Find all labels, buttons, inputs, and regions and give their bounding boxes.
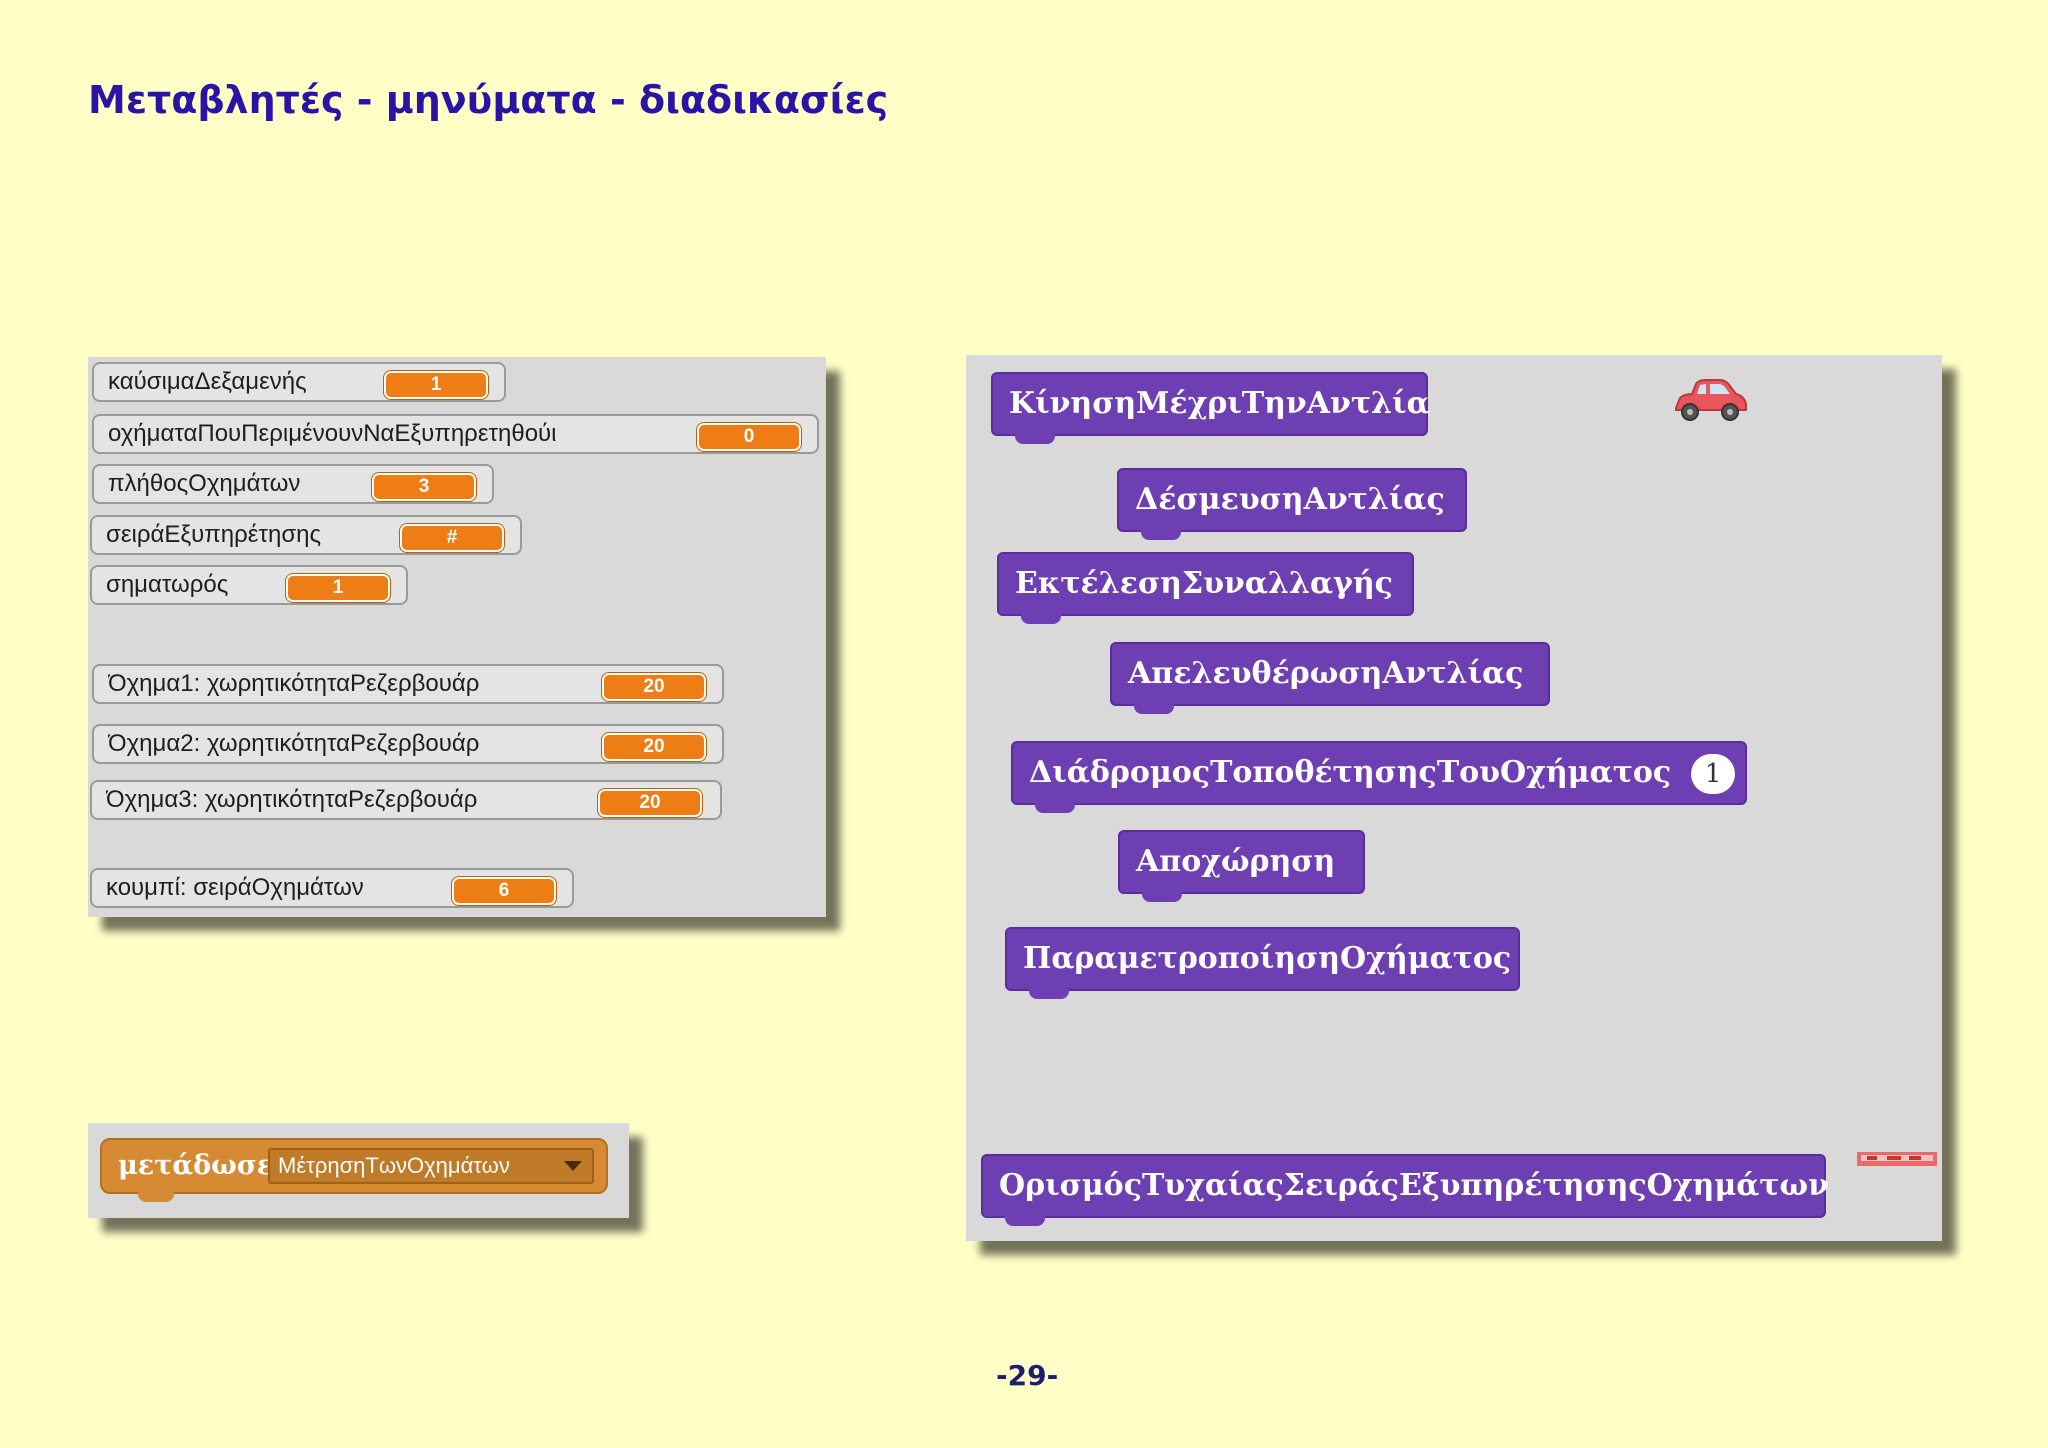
custom-block-label: ΑπελευθέρωσηΑντλίας: [1128, 656, 1524, 691]
broadcast-message-value: ΜέτρησηΤωνΟχημάτων: [278, 1153, 510, 1178]
variable-value: 1: [286, 574, 390, 602]
custom-block-label: ΟρισμόςΤυχαίαςΣειράςΕξυπηρέτησηςΟχημάτων: [999, 1168, 1829, 1203]
custom-block-label: Αποχώρηση: [1136, 844, 1336, 879]
custom-block-label: ΕκτέλεσηΣυναλλαγής: [1015, 566, 1393, 601]
custom-block[interactable]: ΕκτέλεσηΣυναλλαγής: [997, 552, 1414, 624]
variable-monitor[interactable]: σηματωρός 1: [90, 565, 408, 605]
custom-block-label: ΔιάδρομοςΤοποθέτησηςΤουΟχήματος: [1029, 755, 1672, 790]
custom-block-label: ΔέσμευσηΑντλίας: [1135, 482, 1445, 517]
variable-value: 20: [602, 673, 706, 701]
variable-value: 6: [452, 877, 556, 905]
custom-block[interactable]: ΚίνησηΜέχριΤηνΑντλία: [991, 372, 1430, 444]
stage-thumbnail-icon[interactable]: [1857, 1152, 1937, 1166]
page-title: Μεταβλητές - μηνύματα - διαδικασίες: [88, 78, 889, 122]
car-sprite-icon[interactable]: [1670, 378, 1748, 424]
variable-monitor[interactable]: οχήματαΠουΠεριμένουνΝαΕξυπηρετηθούι 0: [92, 414, 819, 454]
variable-monitor[interactable]: πλήθοςΟχημάτων 3: [92, 464, 494, 504]
variable-name: Όχημα3: χωρητικότηταΡεζερβουάρ: [106, 786, 478, 813]
variable-value: 1: [384, 371, 488, 399]
custom-block[interactable]: ΑπελευθέρωσηΑντλίας: [1110, 642, 1550, 714]
broadcast-label: μετάδωσε: [118, 1150, 274, 1181]
broadcast-message-dropdown[interactable]: ΜέτρησηΤωνΟχημάτων: [268, 1148, 594, 1184]
variable-monitor[interactable]: κουμπί: σειράΟχημάτων 6: [90, 868, 574, 908]
variable-monitor[interactable]: σειράΕξυπηρέτησης #: [90, 515, 522, 555]
variable-value: 0: [697, 423, 801, 451]
variable-name: Όχημα2: χωρητικότηταΡεζερβουάρ: [108, 730, 480, 757]
custom-block-label: ΚίνησηΜέχριΤηνΑντλία: [1009, 386, 1430, 421]
variable-value: 3: [372, 473, 476, 501]
custom-block-label: ΠαραμετροποίησηΟχήματος: [1023, 941, 1512, 976]
custom-block[interactable]: ΠαραμετροποίησηΟχήματος: [1005, 927, 1520, 999]
variable-name: σηματωρός: [106, 571, 229, 598]
variable-value: 20: [598, 789, 702, 817]
variable-name: σειράΕξυπηρέτησης: [106, 521, 322, 548]
custom-block[interactable]: Αποχώρηση: [1118, 830, 1365, 902]
broadcast-block[interactable]: μετάδωσε ΜέτρησηΤωνΟχημάτων: [100, 1138, 608, 1202]
custom-block[interactable]: ΟρισμόςΤυχαίαςΣειράςΕξυπηρέτησηςΟχημάτων: [981, 1154, 1829, 1226]
variable-name: κουμπί: σειράΟχημάτων: [106, 874, 364, 901]
variable-name: καύσιμαΔεξαμενής: [108, 368, 307, 395]
variable-value: 20: [602, 733, 706, 761]
block-argument[interactable]: 1: [1691, 754, 1736, 794]
variable-value: #: [400, 524, 504, 552]
variable-name: Όχημα1: χωρητικότηταΡεζερβουάρ: [108, 670, 480, 697]
page-number: -29-: [996, 1359, 1059, 1392]
variable-monitor[interactable]: καύσιμαΔεξαμενής 1: [92, 362, 506, 402]
variable-monitor[interactable]: Όχημα3: χωρητικότηταΡεζερβουάρ 20: [90, 780, 722, 820]
variable-monitor[interactable]: Όχημα1: χωρητικότηταΡεζερβουάρ 20: [92, 664, 724, 704]
custom-block[interactable]: ΔιάδρομοςΤοποθέτησηςΤουΟχήματος 1: [1011, 741, 1747, 813]
variable-name: πλήθοςΟχημάτων: [108, 470, 301, 497]
variable-monitor[interactable]: Όχημα2: χωρητικότηταΡεζερβουάρ 20: [92, 724, 724, 764]
variable-name: οχήματαΠουΠεριμένουνΝαΕξυπηρετηθούι: [108, 420, 557, 447]
chevron-down-icon: [564, 1161, 582, 1171]
custom-block[interactable]: ΔέσμευσηΑντλίας: [1117, 468, 1467, 540]
